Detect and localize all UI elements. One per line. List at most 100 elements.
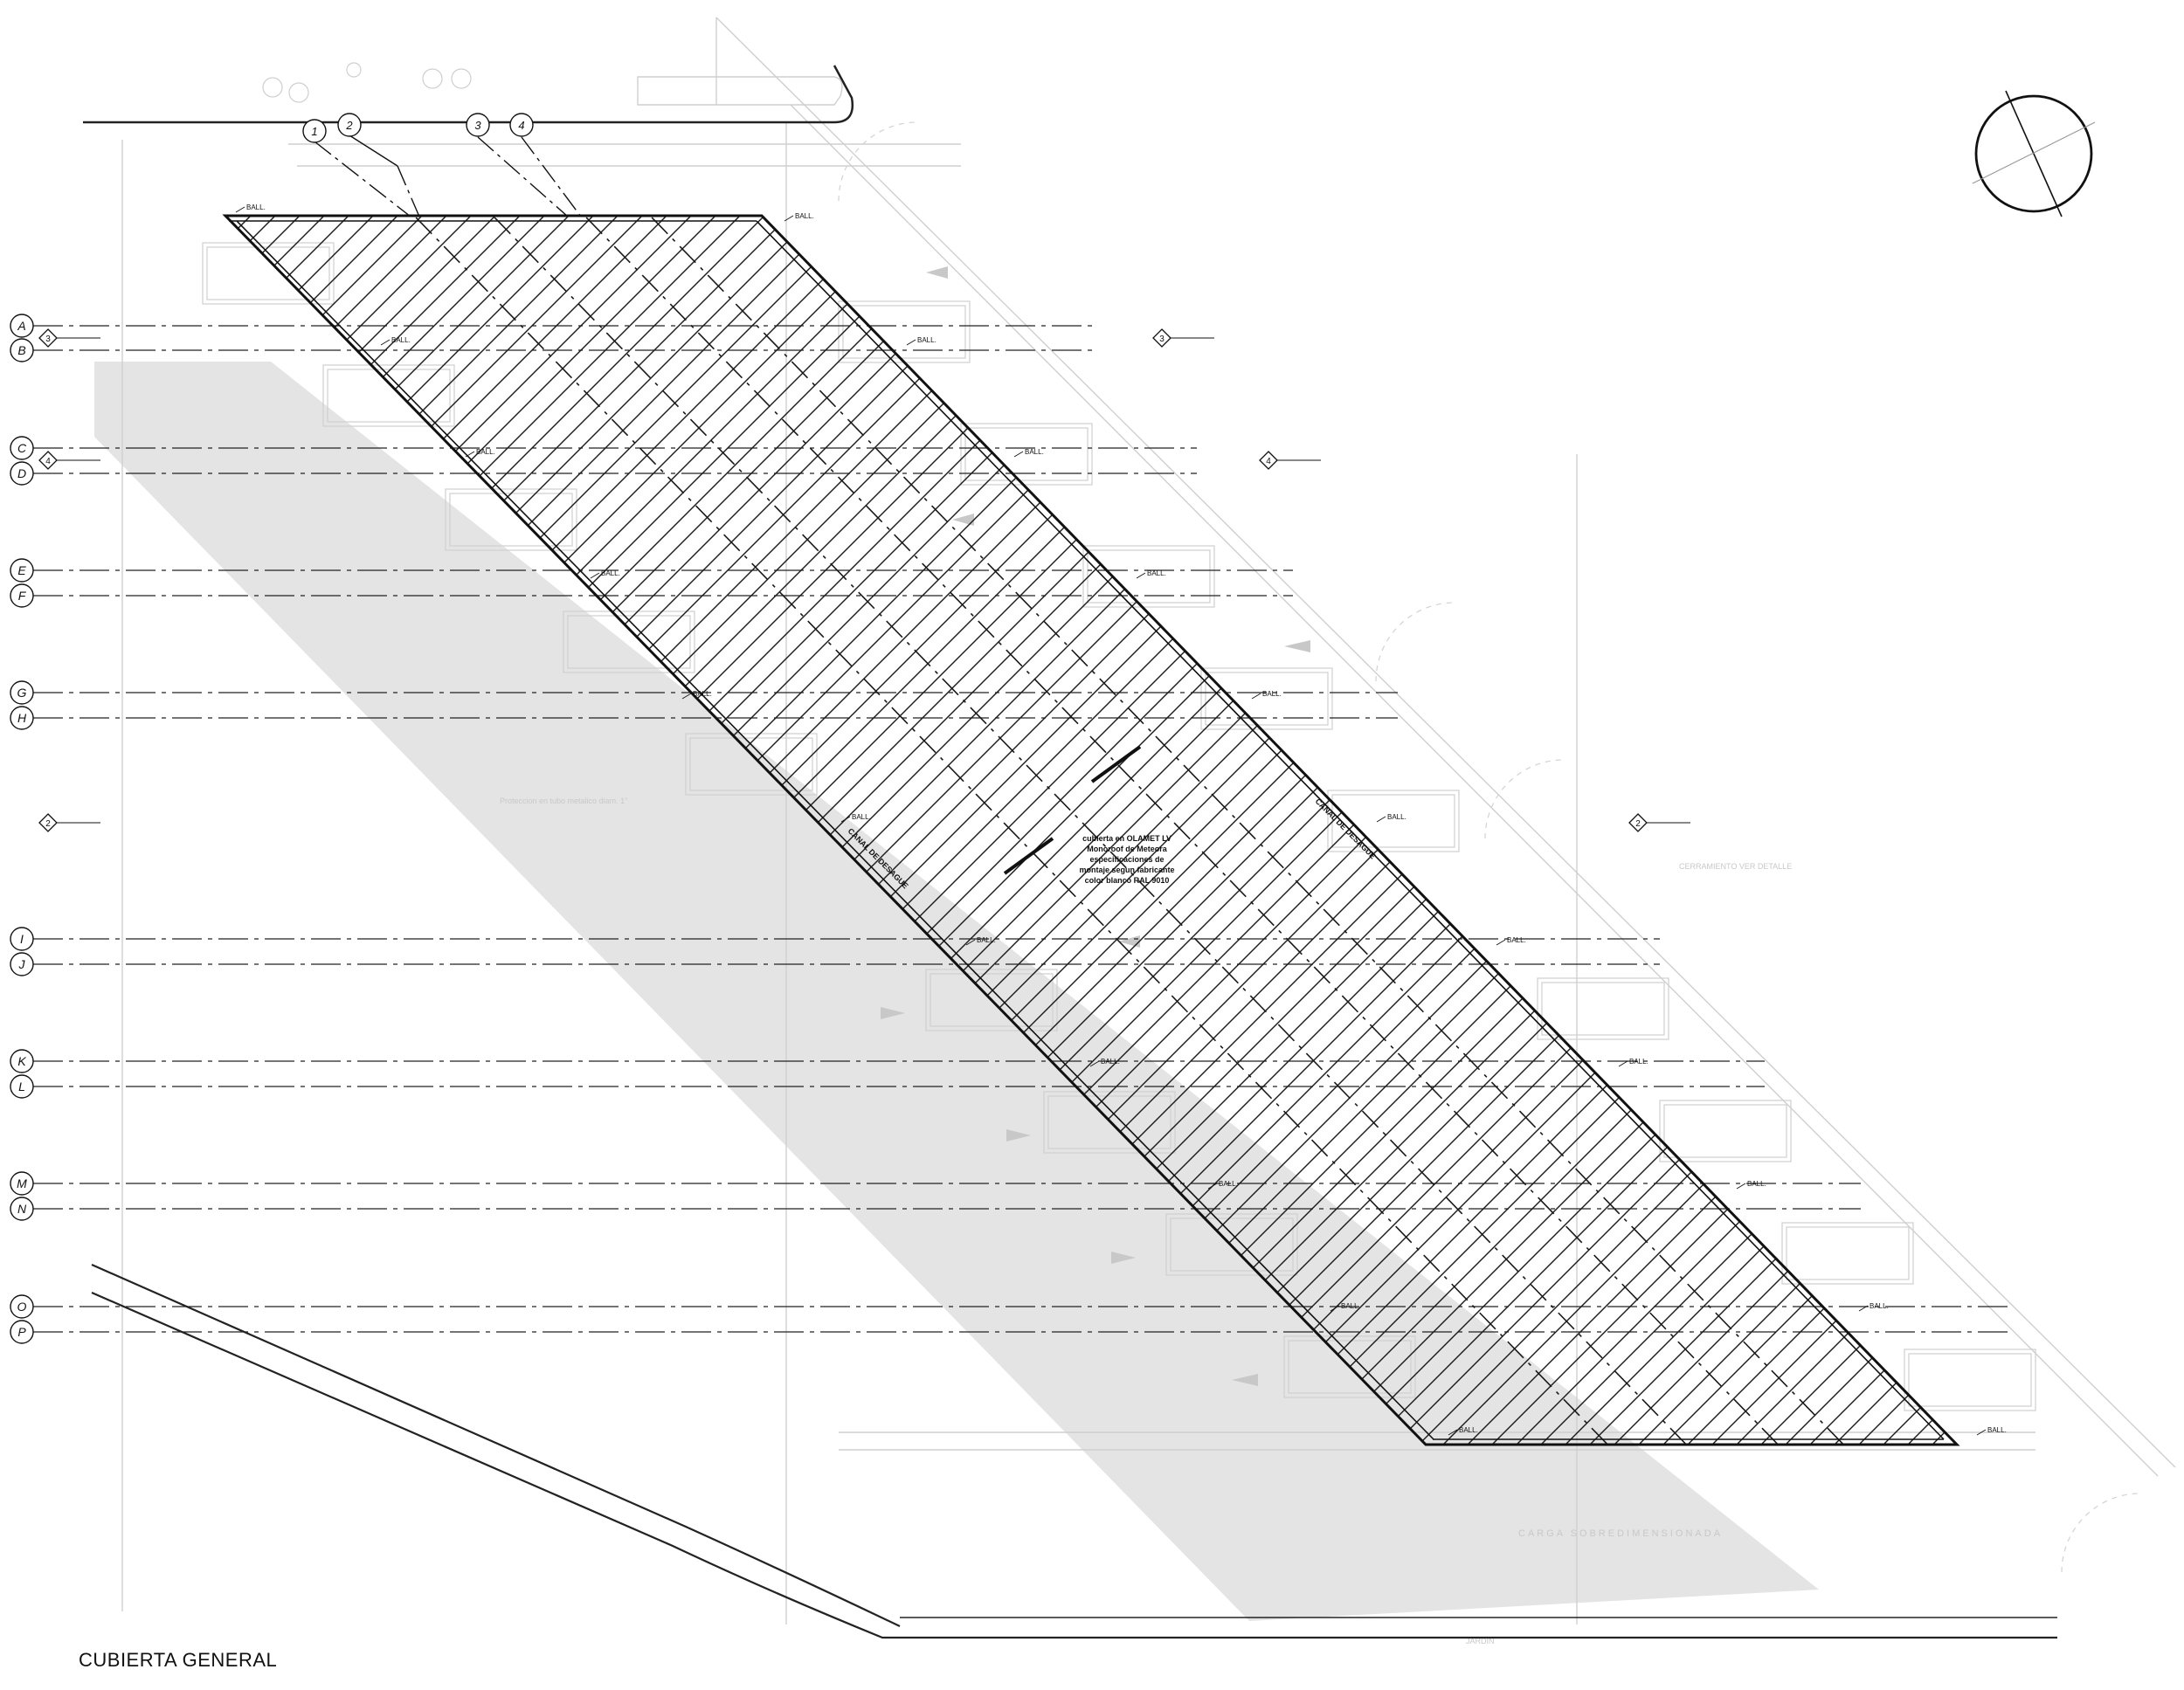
- ball-label-15: BALL.: [1629, 1058, 1648, 1066]
- row-bubble-L: L: [10, 1074, 34, 1099]
- section-marker-4-2: 4: [38, 451, 58, 470]
- ball-label-6: BALL.: [601, 569, 620, 577]
- row-bubble-I: I: [10, 927, 34, 951]
- svg-text:N: N: [17, 1202, 27, 1216]
- ball-label-1: BALL.: [795, 212, 814, 220]
- ball-label-3: BALL.: [917, 336, 936, 344]
- section-marker-2-5: 2: [1628, 813, 1648, 832]
- row-bubble-M: M: [10, 1171, 34, 1196]
- section-marker-3-0: 3: [38, 328, 58, 348]
- row-bubble-D: D: [10, 461, 34, 486]
- roof-note-line-2: Monoroof de Meteora: [1087, 845, 1167, 853]
- svg-text:H: H: [17, 711, 27, 725]
- ball-label-11: BALL.: [1387, 813, 1406, 821]
- ball-label-13: BALL.: [1507, 936, 1526, 944]
- svg-text:L: L: [18, 1080, 25, 1093]
- ball-label-21: BALL.: [1987, 1426, 2007, 1434]
- drawing-title: CUBIERTA GENERAL: [79, 1649, 278, 1671]
- top-site-line: [83, 65, 854, 124]
- section-marker-2-4: 2: [38, 813, 58, 832]
- row-bubble-E: E: [10, 558, 34, 583]
- row-bubble-C: C: [10, 436, 34, 460]
- row-bubble-F: F: [10, 583, 34, 608]
- ball-label-18: BALL.: [1341, 1302, 1360, 1310]
- roof-internal-axes: [331, 216, 1957, 1445]
- north-arrow: [1972, 90, 2096, 217]
- ball-label-0: BALL.: [246, 203, 266, 211]
- roof-note-line-1: cubierta en OLAMET LV: [1082, 834, 1171, 843]
- roof-note-line-5: color blanco RAL 9010: [1085, 876, 1170, 885]
- downpipe-labels: BALL. BALL. BALL. BALL. BALL. BALL. BALL. BALL.…: [235, 203, 2007, 1436]
- column-bubble-3: 3: [466, 113, 569, 217]
- svg-text:2: 2: [345, 119, 353, 132]
- faint-label-proteccion: Proteccion en tubo metalico diam. 1": [500, 797, 627, 805]
- row-bubbles: AB CD EF GH IJ KL MN OP: [10, 314, 34, 1344]
- svg-text:P: P: [17, 1325, 26, 1339]
- svg-text:K: K: [17, 1054, 26, 1068]
- svg-text:3: 3: [474, 119, 481, 132]
- svg-text:3: 3: [45, 335, 51, 344]
- row-bubble-A: A: [10, 314, 34, 338]
- svg-text:4: 4: [518, 119, 524, 132]
- row-bubble-B: B: [10, 338, 34, 362]
- row-bubble-P: P: [10, 1320, 34, 1344]
- ball-label-5: BALL.: [1025, 448, 1044, 456]
- roof-outline: [222, 214, 1960, 1446]
- svg-text:2: 2: [45, 819, 51, 829]
- ball-label-7: BALL.: [1147, 569, 1166, 577]
- svg-text:3: 3: [1159, 335, 1165, 344]
- section-markers: 3 3 4 4 2 2: [38, 328, 1690, 832]
- section-marker-3-1: 3: [1152, 328, 1171, 348]
- row-bubble-O: O: [10, 1294, 34, 1319]
- ball-label-2: BALL.: [391, 336, 411, 344]
- section-marker-4-3: 4: [1259, 451, 1278, 470]
- svg-text:D: D: [17, 466, 26, 480]
- background-annotations: CARGA SOBREDIMENSIONADA CERRAMIENTO VER …: [500, 266, 1792, 1645]
- column-bubble-2: 2: [337, 113, 420, 217]
- svg-text:O: O: [17, 1300, 27, 1314]
- svg-text:1: 1: [311, 125, 317, 138]
- row-bubble-H: H: [10, 706, 34, 730]
- ball-label-16: BALL.: [1219, 1180, 1238, 1188]
- ball-label-17: BALL.: [1747, 1180, 1766, 1188]
- ball-label-10: BALL.: [852, 813, 871, 821]
- row-bubble-J: J: [10, 952, 34, 976]
- roof-note: cubierta en OLAMET LV Monoroof de Meteor…: [1079, 834, 1174, 885]
- background-racks: [202, 242, 2036, 1411]
- svg-text:C: C: [17, 441, 27, 455]
- bottom-site-lines: [91, 1263, 2057, 1639]
- roof-note-line-4: montaje segun fabricante: [1079, 866, 1174, 874]
- svg-text:2: 2: [1635, 819, 1641, 829]
- ball-label-8: BALL.: [693, 690, 712, 698]
- background-structure: [121, 17, 2176, 1624]
- svg-text:4: 4: [45, 457, 51, 466]
- ball-label-19: BALL.: [1870, 1302, 1889, 1310]
- ball-label-14: BALL.: [1101, 1058, 1120, 1066]
- svg-text:4: 4: [1266, 457, 1271, 466]
- faint-label-carga: CARGA SOBREDIMENSIONADA: [1518, 1528, 1723, 1539]
- ball-label-12: BALL.: [977, 936, 996, 944]
- svg-text:J: J: [18, 957, 26, 971]
- grid-axes: [33, 325, 2009, 1333]
- row-bubble-K: K: [10, 1049, 34, 1073]
- slope-arrows: [1003, 745, 1142, 875]
- svg-text:M: M: [17, 1176, 27, 1190]
- svg-text:E: E: [17, 563, 26, 577]
- ball-label-9: BALL.: [1262, 690, 1282, 698]
- faint-label-jardin: JARDIN: [1466, 1637, 1495, 1645]
- background-door-arcs: [838, 121, 2141, 1573]
- svg-text:A: A: [17, 319, 25, 333]
- row-bubble-N: N: [10, 1197, 34, 1221]
- svg-text:F: F: [18, 589, 27, 603]
- faint-column-bubbles: [262, 62, 472, 103]
- svg-text:I: I: [20, 932, 24, 946]
- ball-label-20: BALL.: [1459, 1426, 1478, 1434]
- faint-label-cerramiento: CERRAMIENTO VER DETALLE: [1679, 862, 1792, 871]
- svg-text:G: G: [17, 686, 27, 700]
- column-bubbles: 1 2 3 4: [302, 113, 582, 217]
- svg-text:B: B: [17, 343, 25, 357]
- column-bubble-4: 4: [509, 113, 582, 217]
- ball-label-4: BALL.: [476, 448, 495, 456]
- roof-note-line-3: especificaciones de: [1089, 855, 1164, 864]
